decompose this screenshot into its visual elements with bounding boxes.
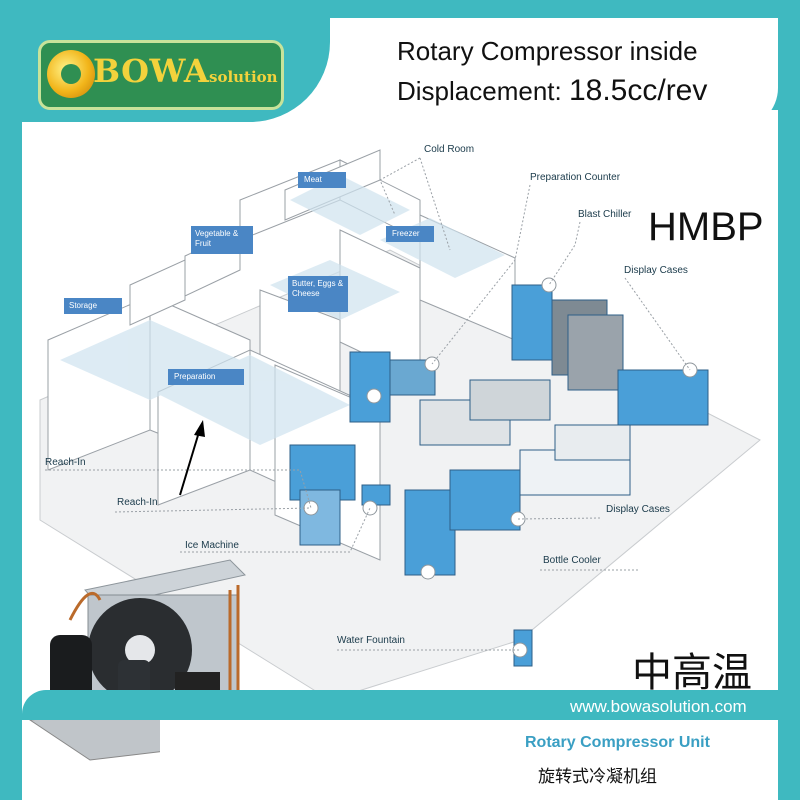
callout-ice-machine: Ice Machine [185,540,239,551]
brand-name: BOWA [93,52,210,90]
callout-reach-in-2: Reach-In [117,497,158,508]
callout-blast-chiller: Blast Chiller [578,209,632,220]
tag-preparation: Preparation [174,372,216,381]
frame-left [0,0,22,800]
callout-preparation-counter: Preparation Counter [530,172,621,183]
tag-freezer: Freezer [392,229,420,238]
brand-suffix: solution [209,68,278,86]
callout-bottle-cooler: Bottle Cooler [543,555,601,566]
room-tags [64,172,434,385]
footer-bar [22,690,778,720]
callout-reach-in-1: Reach-In [45,457,86,468]
callout-display-cases-top: Display Cases [624,265,688,276]
callout-display-cases-bottom: Display Cases [606,504,670,515]
displacement-label: Displacement: [397,76,562,106]
headline-compressor: Rotary Compressor inside [397,36,698,66]
logo-panel: BOWA solution [0,0,330,122]
callout-water-fountain: Water Fountain [337,635,405,646]
website-link[interactable]: www.bowasolution.com [570,697,747,716]
tag-storage: Storage [69,301,98,310]
brand-logo[interactable]: BOWA solution [38,40,284,110]
temperature-range-cn: 中高温 [632,650,752,696]
leader-lines [45,157,691,651]
arrow-icon [179,420,205,496]
tag-meat: Meat [304,175,322,184]
frame-right [778,0,800,800]
product-name-en: Rotary Compressor Unit [525,734,710,751]
callout-markers [303,277,698,658]
headline-displacement: Displacement: 18.5cc/rev [397,74,707,108]
product-name-cn: 旋转式冷凝机组 [538,767,657,787]
footer-panel [160,720,778,800]
tag-butter-eggs-cheese: Butter, Eggs & Cheese [292,279,344,298]
displacement-value: 18.5cc/rev [568,74,708,107]
callout-cold-room: Cold Room [424,144,475,155]
model-code: HMBP [648,205,764,249]
tag-vegetable-fruit: Vegetable & Fruit [195,229,239,248]
sun-logo-icon [47,50,95,98]
